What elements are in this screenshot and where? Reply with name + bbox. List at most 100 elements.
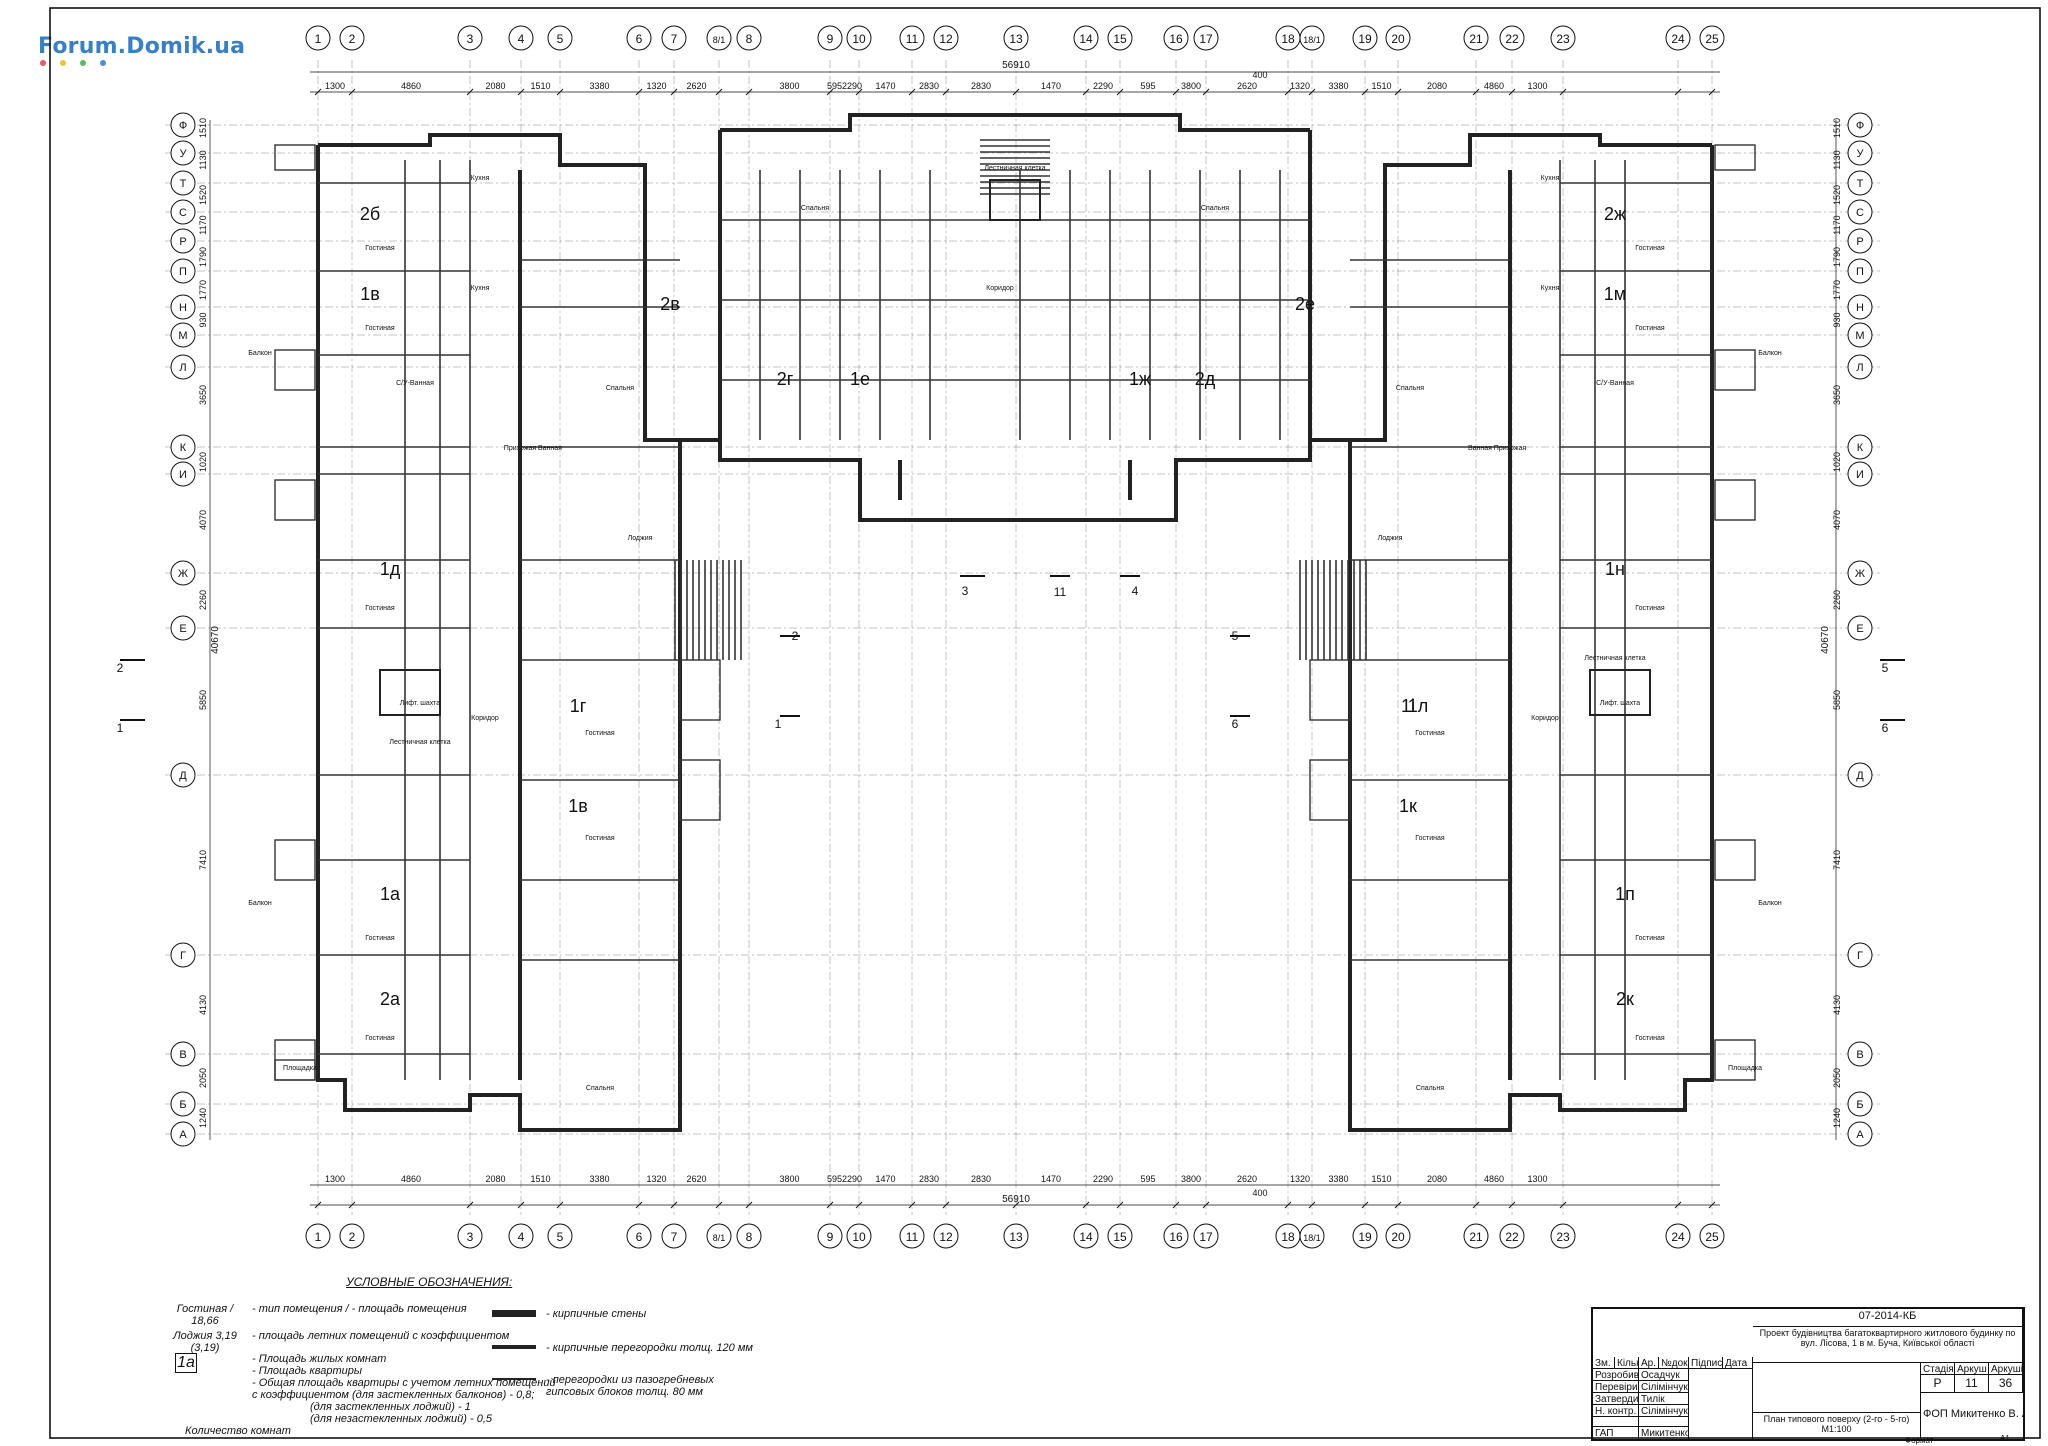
dimension-value: 3800	[1181, 1174, 1201, 1184]
apartment-number: 1е	[850, 369, 870, 389]
wall	[1348, 145, 1714, 1132]
axis-label: 10	[852, 32, 866, 46]
section-label: 2	[117, 661, 124, 675]
apartment-number: 1а	[380, 884, 401, 904]
dimension-value: 3650	[1832, 385, 1842, 405]
axis-bubble	[1003, 1223, 1029, 1249]
room-label: Гостиная	[365, 325, 395, 332]
apartment-number: 2б	[360, 204, 380, 224]
dimension-value: 3380	[589, 1174, 609, 1184]
axis-bubble	[305, 25, 331, 51]
role-label: Перевірив	[1593, 1381, 1639, 1393]
axis-label: Ф	[179, 120, 187, 132]
axis-bubble	[1352, 25, 1378, 51]
axis-bubble	[170, 112, 196, 138]
dimension-offset: 400	[1252, 1188, 1267, 1198]
axis-bubble	[1847, 762, 1873, 788]
axis-bubble	[1847, 354, 1873, 380]
dimension-value: 2080	[1427, 1174, 1447, 1184]
watermark-dot	[80, 60, 86, 66]
balcony-outline	[1714, 349, 1756, 391]
axis-bubble	[626, 25, 652, 51]
apartment-number: 2к	[1616, 989, 1634, 1009]
section-label: 1	[775, 717, 782, 731]
axis-bubble	[1665, 25, 1691, 51]
dimension-tick	[1361, 88, 1369, 96]
axis-label: 11	[906, 32, 919, 46]
axis-bubble	[1847, 560, 1873, 586]
axis-bubble	[170, 942, 196, 968]
room-label: Спальня	[1396, 385, 1424, 392]
axis-bubble	[1699, 25, 1725, 51]
axis-bubble	[1193, 25, 1219, 51]
balcony-outline	[274, 144, 316, 171]
wall	[318, 133, 720, 442]
axis-label: 17	[1199, 32, 1213, 46]
dimension-offset: 400	[1252, 70, 1267, 80]
lift-shaft	[379, 669, 441, 716]
axis-label: 23	[1556, 32, 1570, 46]
project-code: 07-2014-КБ	[1753, 1309, 2023, 1327]
dimension-value: 4070	[198, 510, 208, 530]
dimension-tick	[1559, 1201, 1567, 1209]
axis-bubble	[899, 1223, 925, 1249]
header-cell: Зм.	[1593, 1357, 1615, 1369]
legend: УСЛОВНЫЕ ОБОЗНАЧЕНИЯ: Гостиная / 18,66 -…	[170, 1275, 690, 1437]
axis-bubble	[706, 25, 732, 51]
watermark-dot	[40, 60, 46, 66]
dimension-tick	[1284, 88, 1292, 96]
dimension-tick	[1202, 88, 1210, 96]
axis-label: 3	[467, 32, 474, 46]
axis-bubble	[817, 1223, 843, 1249]
dimension-tick	[942, 88, 950, 96]
axis-bubble	[1847, 199, 1873, 225]
dimension-tick	[826, 1201, 834, 1209]
axis-label: 25	[1705, 32, 1719, 46]
dimension-value: 2830	[919, 1174, 939, 1184]
role-label: ГАП	[1593, 1427, 1639, 1439]
dimension-tick	[1284, 1201, 1292, 1209]
dimension-value: 1520	[1832, 185, 1842, 205]
balcony-outline	[1714, 839, 1756, 881]
axis-label: У	[180, 148, 188, 160]
apartment-number: 2г	[777, 369, 794, 389]
axis-bubble	[1847, 258, 1873, 284]
axis-label: 17	[1199, 1230, 1213, 1244]
axis-label: 2	[349, 1230, 356, 1244]
dimension-value: 1790	[198, 247, 208, 267]
axis-bubble	[305, 1223, 331, 1249]
apartment-number: 2в	[660, 294, 680, 314]
axis-label: 7	[671, 32, 678, 46]
dimension-tick	[855, 1201, 863, 1209]
section-label: 5	[1882, 661, 1889, 675]
room-label: Лестничная клетка	[1584, 655, 1645, 662]
section-label: 5	[1232, 629, 1239, 643]
dimension-tick	[670, 88, 678, 96]
dimension-value: 1170	[198, 215, 208, 234]
axis-bubble	[1299, 1223, 1325, 1249]
axis-bubble	[547, 25, 573, 51]
dimension-value: 3380	[1328, 81, 1348, 91]
project-name: Проект будівництва багатоквартирного жит…	[1753, 1327, 2023, 1363]
room-label: С/У-Ванная	[1596, 380, 1634, 387]
legend-value: - Площадь жилых комнат	[252, 1353, 387, 1365]
dimension-tick	[1674, 1201, 1682, 1209]
axis-bubble	[1003, 25, 1029, 51]
apartment-number: 2д	[1195, 369, 1216, 389]
dimension-tick	[1472, 1201, 1480, 1209]
axis-bubble	[170, 258, 196, 284]
dimension-value: 1520	[198, 185, 208, 205]
axis-label: 23	[1556, 1230, 1570, 1244]
axis-label: С	[1856, 207, 1864, 219]
dimension-tick	[1172, 1201, 1180, 1209]
dimension-tick	[466, 88, 474, 96]
dimension-tick	[1116, 1201, 1124, 1209]
room-label: Спальня	[586, 1085, 614, 1092]
axis-bubble	[1847, 322, 1873, 348]
axis-bubble	[661, 1223, 687, 1249]
apartment-number: 1д	[380, 559, 401, 579]
balcony-outline	[1714, 479, 1756, 521]
axis-bubble	[170, 1091, 196, 1117]
wall-legend-text: - перегородки из пазогребневых гипсовых …	[546, 1374, 714, 1398]
